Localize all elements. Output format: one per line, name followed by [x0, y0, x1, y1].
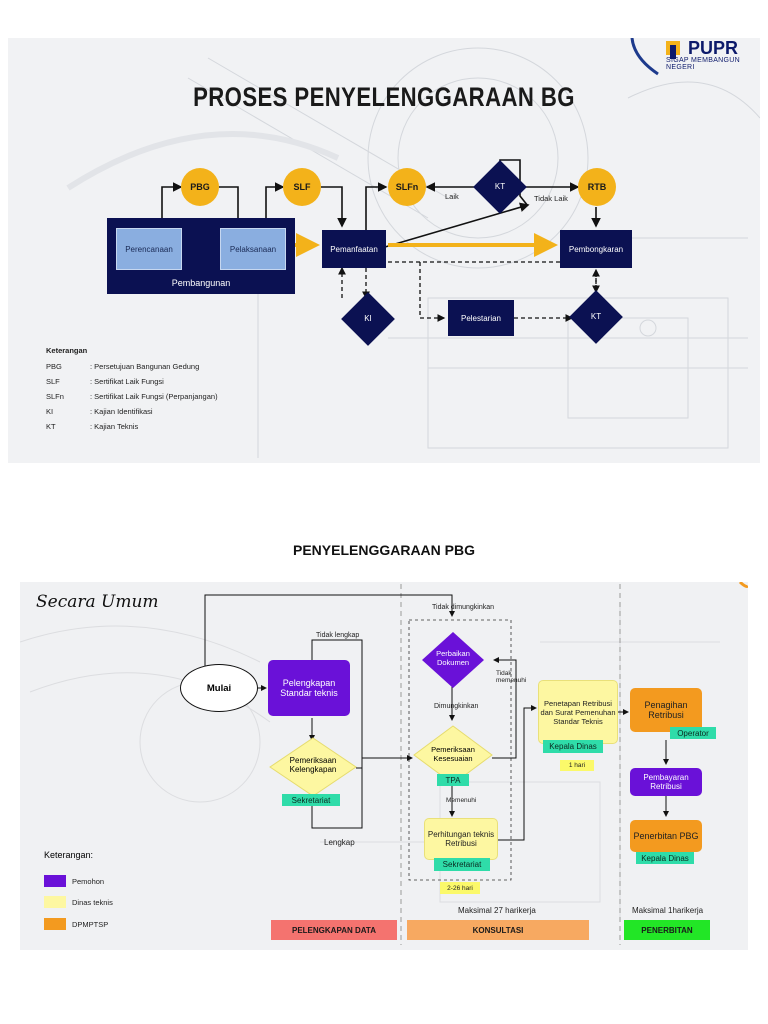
penerbitan-box: Penerbitan PBG — [630, 820, 702, 852]
one-hari-tag: 1 hari — [560, 760, 594, 771]
perbaikan-label: Perbaikan Dokumen — [436, 649, 470, 667]
legend-title: Keterangan — [46, 346, 88, 355]
legend-desc-pbg: : Persetujuan Bangunan Gedung — [90, 362, 200, 371]
legend2-label-dpmptsp: DPMPTSP — [72, 920, 109, 929]
penetapan-box: Penetapan Retribusi dan Surat Pemenuhan … — [538, 680, 618, 744]
laik-label: Laik — [445, 192, 459, 201]
perhitungan-box: Perhitungan teknis Retribusi — [424, 818, 498, 860]
operator-tag: Operator — [670, 727, 716, 739]
memenuhi-label: Memenuhi — [446, 797, 477, 804]
penagihan-box: Penagihan Retribusi — [630, 688, 702, 732]
perbaikan-diamond — [422, 632, 484, 688]
pupr-logo — [628, 37, 760, 78]
tidak-memenuhi-label: Tidak memenuhi — [496, 670, 527, 684]
phase-konsultasi: KONSULTASI — [407, 920, 589, 940]
legend-abbr-pbg: PBG — [46, 362, 62, 371]
tidak-laik-label: Tidak Laik — [534, 194, 568, 203]
pbg-node: PBG — [181, 168, 219, 206]
days-2-26-tag: 2-26 hari — [440, 882, 480, 894]
tpa-tag: TPA — [437, 774, 469, 786]
slfn-node: SLFn — [388, 168, 426, 206]
legend2-label-pemohon: Pemohon — [72, 877, 105, 886]
tidak-lengkap-label: Tidak lengkap — [316, 632, 360, 639]
sekretariat-tag-1: Sekretariat — [282, 794, 340, 806]
kepala-dinas-tag-1: Kepala Dinas — [543, 740, 603, 753]
legend-abbr-ki: KI — [46, 407, 54, 416]
mulai-node: Mulai — [180, 664, 258, 712]
kt-top-label: KT — [494, 182, 506, 191]
rtb-node: RTB — [578, 168, 616, 206]
tidak-dimungkinkan-label: Tidak dimungkinkan — [432, 604, 494, 611]
logo-subtitle: SIGAP MEMBANGUN NEGERI — [666, 57, 740, 71]
page-title: PROSES PENYELENGGARAAN BG — [193, 82, 575, 112]
legend-desc-ki: : Kajian Identifikasi — [90, 407, 153, 416]
lengkap-label: Lengkap — [324, 838, 355, 847]
section-title: PENYELENGGARAAN PBG — [292, 542, 476, 558]
sekretariat-tag-2: Sekretariat — [434, 858, 490, 871]
phase-penerbitan: PENERBITAN — [624, 920, 710, 940]
maksimal-27-label: Maksimal 27 harikerja — [458, 906, 536, 915]
pemeriksaan-kelengkapan-label: Pemeriksaan Kelengkapan — [289, 756, 337, 774]
pemanfaatan-box: Pemanfaatan — [322, 230, 386, 268]
flow-connectors-1 — [161, 159, 601, 322]
logo-text: PUPR — [688, 38, 739, 58]
legend2-label-dinas: Dinas teknis — [72, 898, 113, 907]
legend-desc-kt: : Kajian Teknis — [90, 422, 139, 431]
legend-desc-slf: : Sertifikat Laik Fungsi — [90, 377, 164, 386]
legend2-swatch-dinas — [44, 896, 66, 908]
legend2-swatch-pemohon — [44, 875, 66, 887]
pemeriksaan-kesesuaian-label: Pemeriksaan Kesesuaian — [431, 745, 475, 763]
pembongkaran-box: Pembongkaran — [560, 230, 632, 268]
pelengkapan-box: Pelengkapan Standar teknis — [268, 660, 350, 716]
legend-desc-slfn: : Sertifikat Laik Fungsi (Perpanjangan) — [90, 392, 218, 401]
phase-pelengkapan-data: PELENGKAPAN DATA — [271, 920, 397, 940]
pelestarian-box: Pelestarian — [448, 300, 514, 336]
legend-abbr-kt: KT — [46, 422, 56, 431]
pembangunan-label: Pembangunan — [171, 278, 231, 288]
dimungkinkan-label: Dimungkinkan — [434, 703, 479, 710]
script-title: Secara Umum — [36, 592, 159, 612]
blueprint-background — [66, 47, 760, 458]
kt-bottom-label: KT — [590, 312, 602, 321]
legend2-title: Keterangan: — [44, 850, 94, 860]
legend-abbr-slfn: SLFn — [46, 392, 64, 401]
perencanaan-box: Perencanaan — [116, 228, 182, 270]
slf-node: SLF — [283, 168, 321, 206]
maksimal-1-label: Maksimal 1harikerja — [632, 906, 704, 915]
ki-label: KI — [364, 314, 372, 323]
legend2-swatch-dpmptsp — [44, 918, 66, 930]
kepala-dinas-tag-2: Kepala Dinas — [636, 852, 694, 864]
pembayaran-box: Pembayaran Retribusi — [630, 768, 702, 796]
legend-abbr-slf: SLF — [46, 377, 60, 386]
pelaksanaan-box: Pelaksanaan — [220, 228, 286, 270]
slide-penyelenggaraan-pbg — [20, 582, 748, 950]
